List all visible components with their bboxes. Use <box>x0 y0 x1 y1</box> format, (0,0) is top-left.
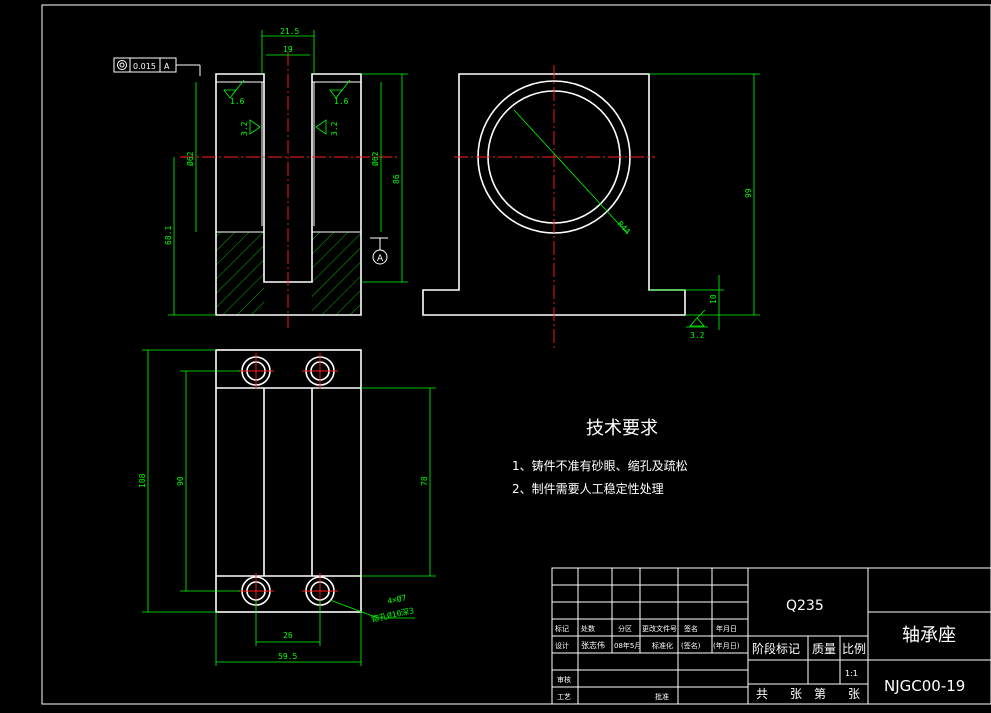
tech-item-1: 1、铸件不准有砂眼、缩孔及疏松 <box>512 458 688 473</box>
tb-date: 年月日 <box>716 624 737 633</box>
hole-callout-counterbore: 锪孔Ø10深3 <box>370 605 415 624</box>
dim-r44: R44 <box>616 219 632 236</box>
tb-design-date: 08年5月 <box>614 641 641 650</box>
tb-sign-paren: (签名) <box>681 641 701 650</box>
dim-10: 10 <box>709 294 718 304</box>
tech-item-2: 2、制件需要人工稳定性处理 <box>512 481 664 496</box>
tb-date-paren: (年月日) <box>713 641 740 650</box>
dim-78: 78 <box>420 476 429 486</box>
tb-mark: 标记 <box>555 624 569 633</box>
dim-108: 108 <box>138 473 147 488</box>
top-outline <box>215 349 362 613</box>
dim-dia-62-right: Ø62 <box>370 151 380 166</box>
tb-design: 设计 <box>555 641 569 650</box>
tb-material: Q235 <box>786 598 824 614</box>
top-view: 108 90 78 26 59.5 4×Ø7 锪孔Ø10深3 <box>138 349 436 666</box>
section-hatch-left <box>216 232 264 315</box>
dim-59-5: 59.5 <box>278 652 297 661</box>
datum-a-label: A <box>377 254 384 264</box>
bolt-hole-tr <box>302 353 338 389</box>
tb-process: 工艺 <box>557 693 571 701</box>
roughness-1-6-right: 1.6 <box>334 97 349 106</box>
dim-90: 90 <box>176 476 185 486</box>
hole-callout-count: 4×Ø7 <box>386 592 407 606</box>
tb-sheet-no: 第 <box>814 687 826 701</box>
tb-designer: 张志伟 <box>581 640 605 650</box>
roughness-3-2-right: 3.2 <box>330 121 339 136</box>
dim-86: 86 <box>392 174 401 184</box>
tolerance-value: 0.015 <box>133 62 156 71</box>
dim-dia-62-left: Ø62 <box>185 151 195 166</box>
roughness-3-2-left: 3.2 <box>240 121 249 136</box>
title-block: 标记 处数 分区 更改文件号 签名 年月日 设计 张志伟 08年5月 标准化 (… <box>551 567 991 705</box>
tb-zone: 分区 <box>618 624 632 633</box>
section-view: 21.5 19 0.015 A 1.6 1.6 3.2 3.2 Ø62 Ø62 … <box>113 27 408 328</box>
tb-review: 审核 <box>557 675 571 684</box>
tech-requirements: 技术要求 1、铸件不准有砂眼、缩孔及疏松 2、制件需要人工稳定性处理 <box>512 418 688 496</box>
dim-26: 26 <box>283 631 293 640</box>
dim-99: 99 <box>744 188 753 198</box>
tb-part-name: 轴承座 <box>902 625 956 646</box>
tb-stage: 阶段标记 <box>752 641 800 656</box>
tb-scale: 1:1 <box>845 669 858 678</box>
tb-scale-label: 比例 <box>842 642 866 656</box>
tb-count: 处数 <box>581 624 595 633</box>
tech-title: 技术要求 <box>586 418 658 439</box>
bolt-hole-tl <box>238 353 274 389</box>
section-hatch-right <box>312 232 361 315</box>
tb-sheets-total: 共 <box>756 687 768 701</box>
roughness-1-6-left: 1.6 <box>230 97 245 106</box>
dim-19: 19 <box>283 45 293 54</box>
tb-sign: 签名 <box>684 624 698 633</box>
tb-drawing-no: NJGC00-19 <box>884 677 965 695</box>
dim-68-1: 68.1 <box>164 226 173 245</box>
front-view: R44 99 10 3.2 <box>422 65 760 348</box>
section-outline <box>215 73 362 316</box>
roughness-3-2-base: 3.2 <box>690 331 705 340</box>
tb-change-doc: 更改文件号 <box>642 624 677 633</box>
tb-sheets-unit1: 张 <box>790 687 802 701</box>
dim-21-5: 21.5 <box>280 27 299 36</box>
tolerance-datum: A <box>164 62 170 71</box>
tb-standard: 标准化 <box>652 641 673 650</box>
tb-mass: 质量 <box>812 642 836 656</box>
tb-approve: 批准 <box>655 692 669 701</box>
tb-sheets-unit2: 张 <box>848 687 860 701</box>
drawing-border <box>41 4 991 705</box>
